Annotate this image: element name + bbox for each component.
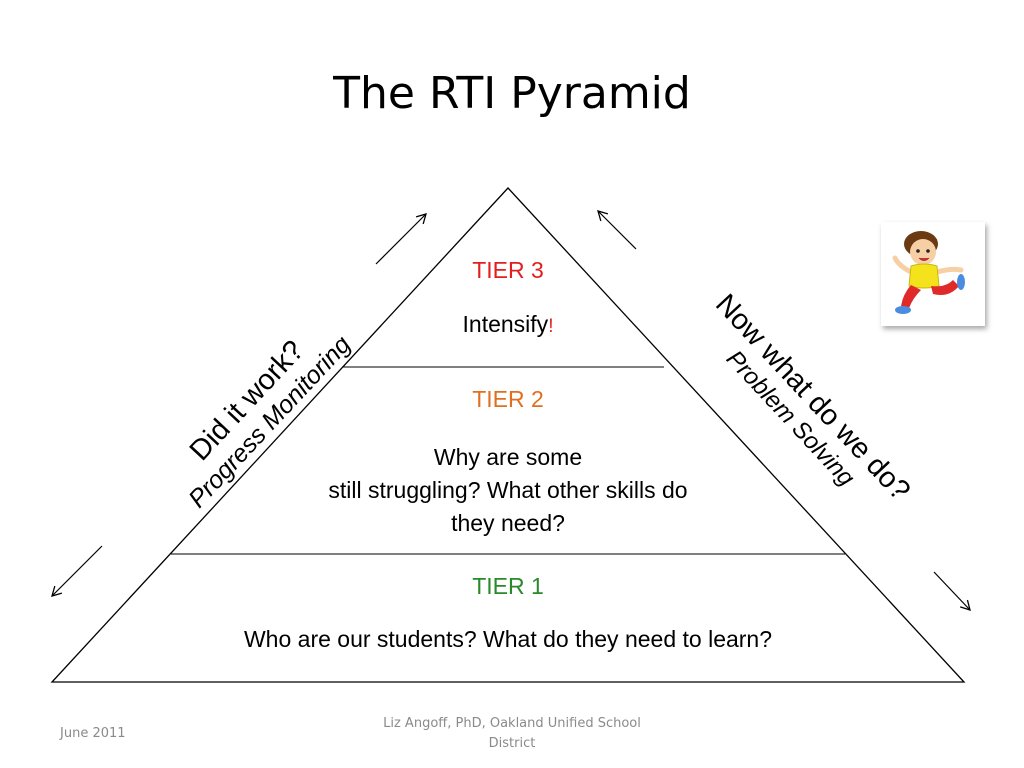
running-kid-icon <box>892 231 965 314</box>
footer-author: Liz Angoff, PhD, Oakland Unified School … <box>352 714 672 754</box>
tier1-text: Who are our students? What do they need … <box>243 626 773 652</box>
tier1-label: TIER 1 <box>472 573 544 599</box>
tier2-label: TIER 2 <box>472 386 544 412</box>
slide-title: The RTI Pyramid <box>333 68 691 119</box>
running-kid-illustration <box>881 222 985 326</box>
footer-author-line: District <box>488 736 536 751</box>
arrow-up-left <box>375 213 427 265</box>
tier3-label: TIER 3 <box>472 257 544 283</box>
tier3-text: Intensify! <box>408 308 608 343</box>
footer-date: June 2011 <box>60 726 126 741</box>
tier2-text-line: still struggling? What other skills do <box>328 477 688 503</box>
tier2-text: Why are some still struggling? What othe… <box>258 441 758 540</box>
arrow-down-left <box>51 545 103 597</box>
arrow-up-right <box>597 210 637 250</box>
tier2-text-line: they need? <box>451 510 565 536</box>
pyramid-outline <box>50 187 966 683</box>
arrow-down-right <box>933 571 971 611</box>
footer-author-line: Liz Angoff, PhD, Oakland Unified School <box>383 716 641 731</box>
tier2-text-line: Why are some <box>433 444 583 470</box>
tier3-text-suffix: ! <box>548 316 554 337</box>
tier3-text-main: Intensify <box>462 311 549 337</box>
